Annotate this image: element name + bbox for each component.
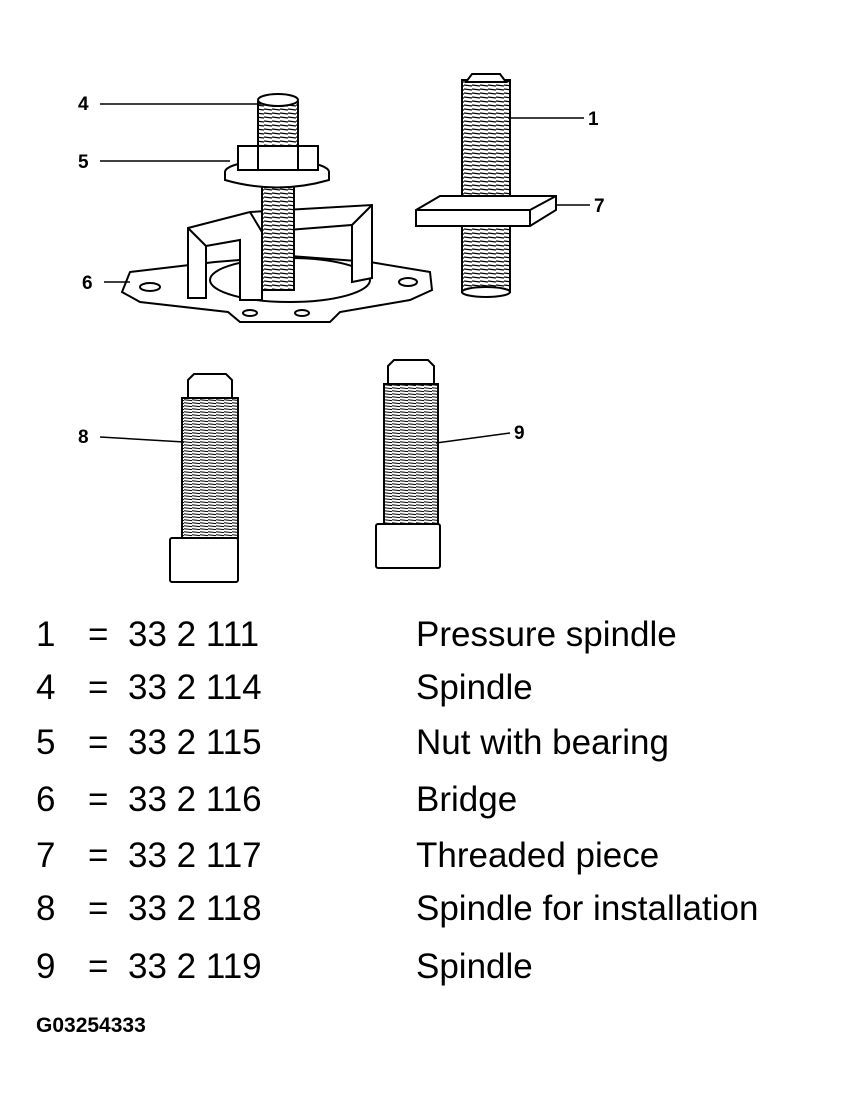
callout-4: 4 — [78, 94, 89, 115]
legend-number: 4 — [36, 668, 56, 707]
legend-number: 9 — [36, 947, 56, 986]
legend-number: 5 — [36, 723, 56, 762]
legend-equals: = — [88, 723, 109, 762]
legend-number: 7 — [36, 836, 56, 875]
legend-equals: = — [88, 780, 109, 819]
legend-description: Bridge — [416, 780, 518, 819]
legend-number: 6 — [36, 780, 56, 819]
legend-part-number: 33 2 115 — [128, 723, 262, 762]
legend-description: Spindle — [416, 668, 533, 707]
callout-1: 1 — [588, 109, 599, 130]
legend-part-number: 33 2 119 — [128, 947, 262, 986]
legend-description: Threaded piece — [416, 836, 660, 875]
legend-part-number: 33 2 116 — [128, 780, 262, 819]
legend-part-number: 33 2 114 — [128, 668, 262, 707]
callout-9: 9 — [514, 423, 525, 444]
legend-equals: = — [88, 947, 109, 986]
legend-equals: = — [88, 889, 109, 928]
pressure-spindle — [415, 73, 557, 298]
legend-part-number: 33 2 118 — [128, 889, 262, 928]
installation-spindle — [169, 373, 239, 583]
callout-7: 7 — [594, 196, 605, 217]
figure-code: G03254333 — [36, 1014, 146, 1037]
spindle-9 — [375, 359, 441, 569]
legend-equals: = — [88, 615, 109, 654]
legend-part-number: 33 2 117 — [128, 836, 262, 875]
callout-5: 5 — [78, 152, 89, 173]
tool-illustration: 4 5 6 1 7 8 9 — [78, 73, 605, 583]
legend-description: Nut with bearing — [416, 723, 669, 762]
legend-equals: = — [88, 668, 109, 707]
legend-description: Pressure spindle — [416, 615, 677, 654]
callout-6: 6 — [82, 273, 93, 294]
legend-number: 1 — [36, 615, 56, 654]
legend-description: Spindle for installation — [416, 889, 759, 928]
legend-number: 8 — [36, 889, 56, 928]
legend-equals: = — [88, 836, 109, 875]
callout-8: 8 — [78, 427, 89, 448]
leader-lines — [99, 103, 590, 444]
bridge-assembly — [120, 93, 434, 323]
legend-part-number: 33 2 111 — [128, 615, 260, 654]
legend-description: Spindle — [416, 947, 533, 986]
